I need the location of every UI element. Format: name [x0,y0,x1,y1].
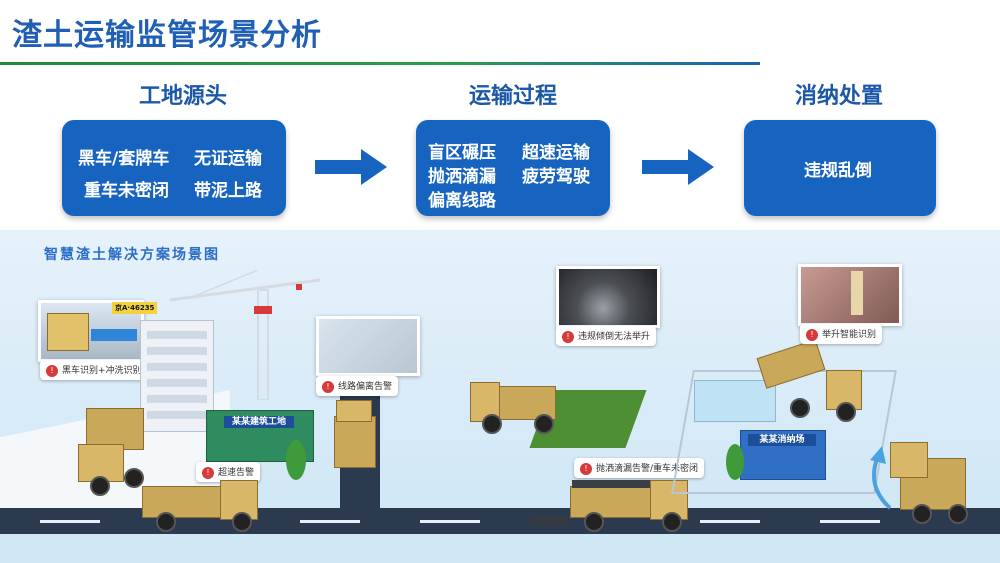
stage-heading-source: 工地源头 [138,84,227,109]
truck [570,486,656,518]
site-sign: 某某建筑工地 [224,416,294,428]
plate-number: 京A·46235 [112,302,158,314]
issue-unsealed: 重车未密闭 [84,181,169,201]
alert-icon: ! [580,462,592,475]
issue-spill: 抛洒滴漏 [428,167,496,187]
tower-crane [170,270,320,400]
tree [726,444,744,480]
stage-heading-disposal: 消纳处置 [794,84,883,109]
scene-title: 智慧渣土解决方案场景图 [44,247,220,263]
truck-cab [890,442,928,478]
arrow-right-icon [642,149,714,185]
disposal-sign: 某某消纳场 [748,434,816,446]
label-tilt-violation: !违规倾倒无法举升 [556,326,657,346]
tree [286,440,306,480]
arrow-right-icon [315,149,387,185]
stage-heading-transport: 运输过程 [468,84,557,109]
label-lift-recognition: !举升智能识别 [800,324,883,344]
alert-icon: ! [806,328,818,341]
solution-scene: 智慧渣土解决方案场景图 京A·46235 !黑车识别+冲洗识别 某某建筑工地 !… [0,230,1000,563]
label-speed-alert: !超速告警 [196,462,261,482]
label-plate-recognition: !黑车识别+冲洗识别 [40,360,148,380]
alert-icon: ! [46,364,58,377]
route-camera-photo [316,316,420,376]
issue-no-permit: 无证运输 [194,149,262,169]
issue-mud: 带泥上路 [194,181,262,201]
issue-route-deviation: 偏离线路 [428,191,496,211]
stage-box-disposal: 违规乱倒 [744,120,936,216]
label-route-deviation: !线路偏离告警 [316,376,399,396]
stage-box-transport: 盲区碾压 超速运输 抛洒滴漏 疲劳驾驶 偏离线路 [416,120,610,216]
plate-camera-photo [38,300,144,362]
issue-blind-spot: 盲区碾压 [428,143,496,163]
tilt-camera-photo [556,266,660,328]
site-building [140,320,214,432]
lift-camera-photo [798,264,902,326]
dump-pit [694,380,776,422]
truck [142,486,230,518]
title-underline [0,62,760,65]
issue-fatigue: 疲劳驾驶 [522,167,590,187]
turn-arrow-icon [870,446,892,510]
truck [86,408,144,450]
alert-icon: ! [322,380,334,393]
alert-icon: ! [202,466,214,479]
truck [334,416,376,468]
truck-cab [336,400,372,422]
alert-icon: ! [562,330,574,343]
page-title: 渣土运输监管场景分析 [12,18,322,53]
issue-illegal-dump: 违规乱倒 [804,161,872,181]
label-spill-alert: !抛洒滴漏告警/重车未密闭 [574,458,705,478]
issue-black-car: 黑车/套牌车 [78,149,170,169]
issue-speeding: 超速运输 [522,143,590,163]
stage-box-source: 黑车/套牌车 无证运输 重车未密闭 带泥上路 [62,120,286,216]
